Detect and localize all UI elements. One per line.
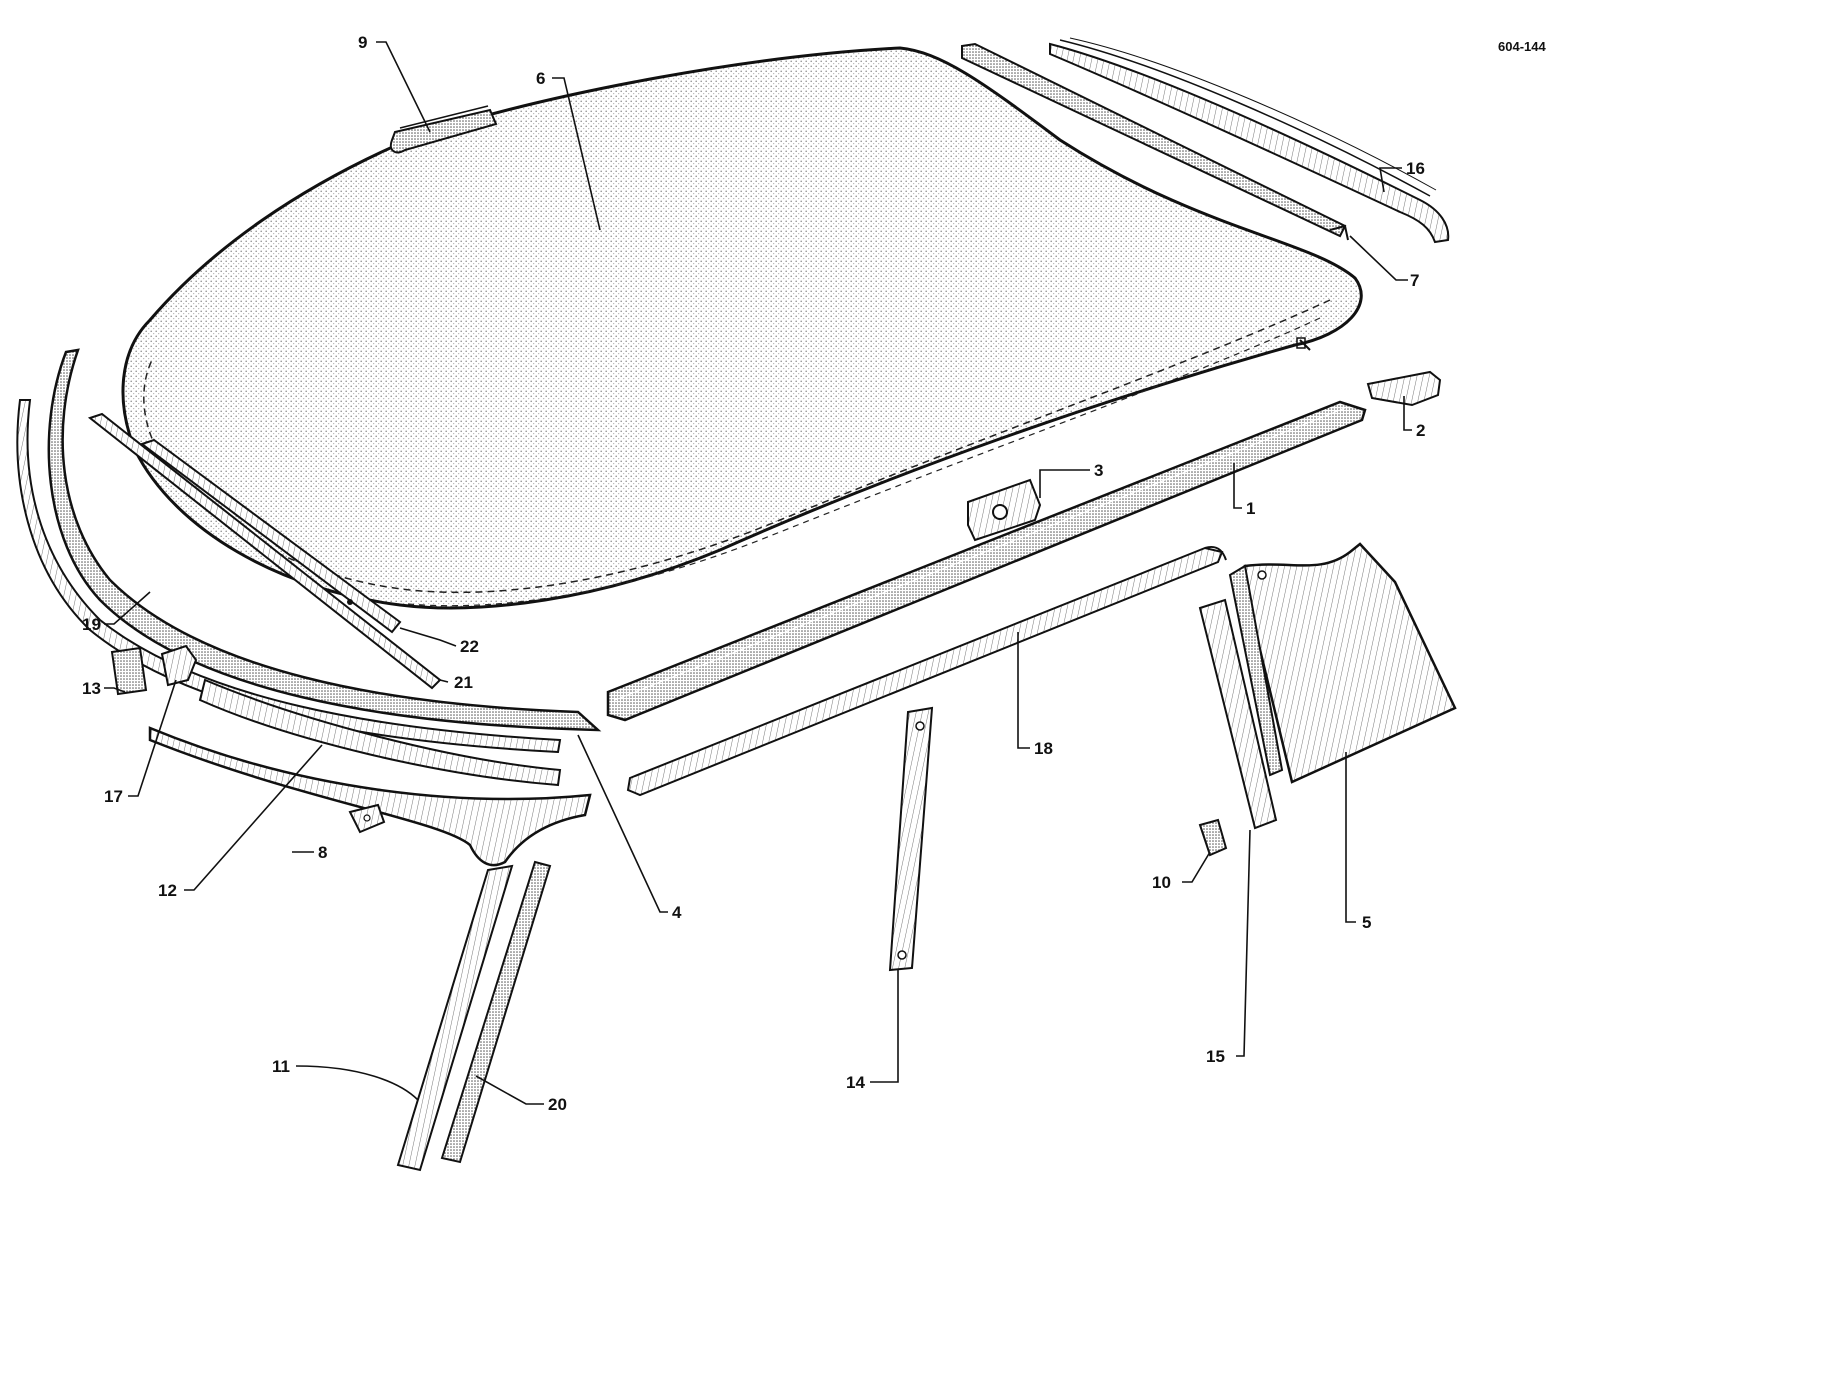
callout-22: 22 [460, 637, 479, 656]
callout-21: 21 [454, 673, 473, 692]
callout-9: 9 [358, 33, 368, 52]
part-3-plate [967, 478, 1042, 542]
part-1-side-rail [606, 400, 1367, 722]
part-2-bracket [1366, 370, 1442, 407]
part-7-seal-strip [961, 42, 1349, 241]
part-8-clip [348, 803, 386, 834]
part-14-strap [888, 706, 934, 972]
callout-17: 17 [104, 787, 123, 806]
diagram-drawing [16, 37, 1457, 1172]
callout-15: 15 [1206, 1047, 1225, 1066]
part-20-a-pillar-seal [440, 860, 552, 1164]
part-5-quarter-trim [1228, 542, 1457, 784]
parts-diagram: 604-144 9 6 16 7 2 3 1 19 22 21 13 18 17… [16, 33, 1546, 1172]
callout-10: 10 [1152, 873, 1171, 892]
part-18-lower-rail [626, 545, 1227, 797]
part-12-header-panel [148, 678, 592, 867]
callout-1: 1 [1246, 499, 1256, 518]
callout-20: 20 [548, 1095, 567, 1114]
callout-4: 4 [672, 903, 682, 922]
part-4-windshield-rail [47, 348, 602, 732]
callout-16: 16 [1406, 159, 1425, 178]
callout-11: 11 [272, 1057, 290, 1076]
part-15-pillar-trim [1198, 598, 1278, 830]
leader-lines [104, 41, 1412, 1105]
part-13-plate [110, 646, 148, 696]
callout-3: 3 [1094, 461, 1104, 480]
callout-8: 8 [318, 843, 328, 862]
callout-5: 5 [1362, 913, 1372, 932]
callout-2: 2 [1416, 421, 1426, 440]
callout-7: 7 [1410, 271, 1420, 290]
callout-13: 13 [82, 679, 101, 698]
drawing-code: 604-144 [1498, 39, 1546, 54]
callout-12: 12 [158, 881, 177, 900]
callout-18: 18 [1034, 739, 1053, 758]
part-11-a-pillar-trim [396, 864, 514, 1172]
part-10-clip [1198, 818, 1228, 857]
callout-19: 19 [82, 615, 101, 634]
part-19-outer-rail [16, 399, 562, 754]
part-6-headliner [121, 46, 1363, 610]
callout-6: 6 [536, 69, 546, 88]
callout-14: 14 [846, 1073, 865, 1092]
part-17-clip [160, 644, 198, 687]
part-9-seal-corner [389, 105, 498, 154]
